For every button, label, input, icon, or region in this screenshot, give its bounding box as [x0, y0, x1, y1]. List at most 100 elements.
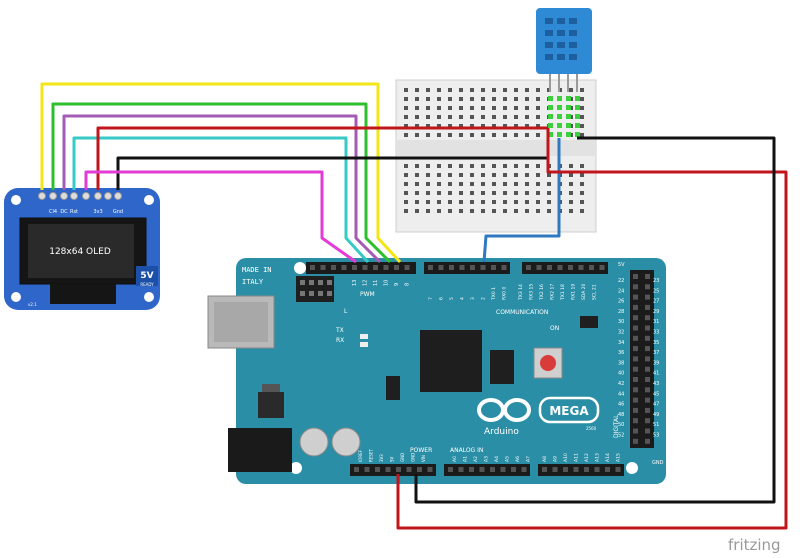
breadboard-hole	[536, 191, 540, 195]
header-pin	[605, 467, 610, 472]
breadboard-hole	[437, 164, 441, 168]
breadboard-hole	[580, 191, 584, 195]
breadboard-hole	[503, 133, 507, 137]
wire-red-top	[96, 126, 548, 190]
pin-label: 25	[653, 288, 659, 294]
breadboard-hole	[448, 191, 452, 195]
breadboard-hole	[481, 115, 485, 119]
breadboard-hole	[459, 133, 463, 137]
breadboard-hole	[481, 106, 485, 110]
l-label: L	[344, 308, 348, 315]
breadboard-hole	[525, 133, 529, 137]
breadboard-hole	[459, 209, 463, 213]
breadboard-hole	[470, 164, 474, 168]
breadboard-hole	[503, 124, 507, 128]
breadboard-hole	[580, 106, 584, 110]
oled-screen-label: 128x64 OLED	[49, 247, 111, 257]
breadboard-hole	[547, 182, 551, 186]
breadboard-hole	[415, 106, 419, 110]
header-pin	[645, 407, 650, 413]
header-pin	[645, 304, 650, 310]
header-pin	[633, 356, 638, 362]
breadboard-hole	[415, 97, 419, 101]
breadboard-hole	[448, 182, 452, 186]
breadboard-hole	[580, 124, 584, 128]
pwm-label: PWM	[360, 291, 375, 298]
breadboard-hole	[569, 173, 573, 177]
breadboard-hole	[437, 115, 441, 119]
breadboard-hole-active	[566, 96, 571, 101]
breadboard-hole	[536, 124, 540, 128]
breadboard-hole	[536, 88, 540, 92]
pin-label: 8	[405, 283, 411, 286]
breadboard-hole	[580, 182, 584, 186]
header-pin	[547, 265, 552, 270]
header-pin	[375, 467, 380, 472]
breadboard-hole	[437, 124, 441, 128]
header-pin	[331, 265, 336, 270]
pin-label: 31	[653, 319, 659, 325]
breadboard-hole	[415, 200, 419, 204]
breadboard-hole	[481, 209, 485, 213]
header-pin	[584, 467, 589, 472]
pin-label: 48	[618, 412, 624, 418]
breadboard-hole	[580, 173, 584, 177]
rx-label: RX	[336, 337, 344, 344]
header-pin	[373, 265, 378, 270]
header-pin	[459, 265, 465, 270]
breadboard-hole	[525, 182, 529, 186]
header-pin	[479, 467, 485, 472]
header-pin	[633, 397, 638, 403]
tx-label: TX	[335, 327, 344, 334]
breadboard-hole-active	[566, 114, 571, 119]
breadboard-hole	[525, 200, 529, 204]
breadboard-hole	[569, 164, 573, 168]
pin-label: RX2 17	[550, 284, 556, 300]
icsp-pin	[309, 280, 314, 285]
pin-label: VIN	[421, 455, 426, 462]
header-pin	[404, 265, 410, 270]
pin-label: A14	[605, 453, 611, 462]
breadboard-hole	[580, 200, 584, 204]
header-pin	[501, 265, 507, 270]
breadboard-hole	[459, 106, 463, 110]
breadboard-hole	[459, 173, 463, 177]
breadboard-hole	[536, 106, 540, 110]
breadboard-hole	[459, 200, 463, 204]
breadboard-hole	[514, 173, 518, 177]
breadboard-hole	[569, 182, 573, 186]
header-pin	[417, 467, 422, 472]
breadboard-hole-active	[557, 123, 562, 128]
header-pin	[645, 315, 650, 321]
breadboard-hole-active	[557, 105, 562, 110]
breadboard-hole	[525, 164, 529, 168]
breadboard-hole	[514, 106, 518, 110]
breadboard-hole	[415, 88, 419, 92]
breadboard-hole	[580, 133, 584, 137]
breadboard-hole	[415, 115, 419, 119]
breadboard-hole	[459, 115, 463, 119]
breadboard-hole	[503, 182, 507, 186]
pin-label: RESET	[369, 449, 374, 462]
breadboard-hole	[448, 209, 452, 213]
pin-label: GND	[411, 453, 416, 462]
breadboard-hole	[580, 97, 584, 101]
header-pin	[589, 265, 594, 270]
breadboard-hole	[448, 97, 452, 101]
gnd-label: GND	[652, 460, 664, 466]
breadboard-hole	[470, 182, 474, 186]
header-pin	[383, 265, 389, 270]
oled-pin	[104, 192, 112, 200]
breadboard-hole	[503, 97, 507, 101]
breadboard-hole	[459, 88, 463, 92]
pin-label: A7	[526, 456, 532, 462]
breadboard-hole	[459, 97, 463, 101]
header-pin	[573, 467, 579, 472]
breadboard-hole	[503, 209, 507, 213]
header-pin	[500, 467, 506, 472]
oled-5v-badge: 5V	[140, 271, 153, 281]
header-pin	[480, 265, 486, 270]
pin-label: 42	[618, 381, 624, 387]
breadboard-hole	[426, 164, 430, 168]
